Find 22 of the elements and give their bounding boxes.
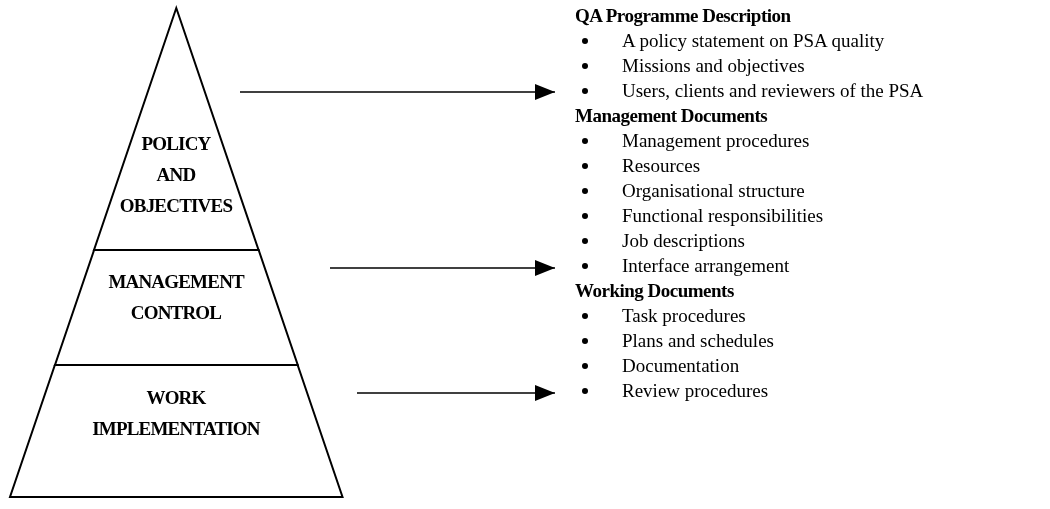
bullet-item: Documentation [575, 353, 774, 378]
bullet-item: Missions and objectives [575, 53, 924, 78]
bullet-item: Review procedures [575, 378, 774, 403]
tier-label: WORK IMPLEMENTATION [92, 386, 260, 441]
bullet-item: Functional responsibilities [575, 203, 824, 228]
bullet-item: Users, clients and reviewers of the PSA [575, 78, 924, 103]
bullet-item: Task procedures [575, 303, 774, 328]
bullet-item: Management procedures [575, 128, 824, 153]
arrow [329, 260, 556, 276]
section-heading: Management Documents [575, 104, 769, 128]
section-heading: QA Programme Description [575, 4, 792, 28]
bullet-item: Resources [575, 153, 824, 178]
arrow [356, 385, 556, 401]
tier-label: MANAGEMENT CONTROL [108, 270, 244, 325]
bullet-item: Plans and schedules [575, 328, 774, 353]
tier-label: POLICY AND OBJECTIVES [119, 132, 233, 218]
bullet-item: Job descriptions [575, 228, 824, 253]
bullet-item: Interface arrangement [575, 253, 824, 278]
bullet-item: Organisational structure [575, 178, 824, 203]
arrow [239, 84, 556, 100]
bullet-item: A policy statement on PSA quality [575, 28, 924, 53]
section-heading: Working Documents [575, 279, 735, 303]
